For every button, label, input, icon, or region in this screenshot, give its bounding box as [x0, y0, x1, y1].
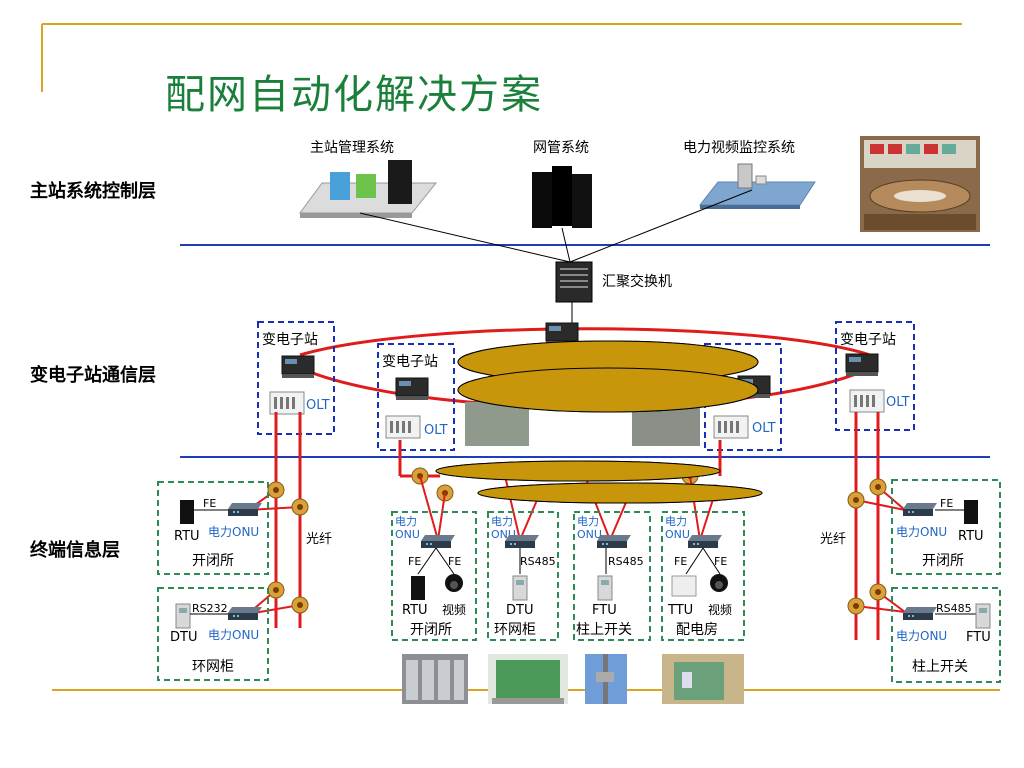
svg-text:RS485: RS485 — [936, 602, 972, 615]
substation-device-4 — [845, 353, 879, 377]
svg-text:FTU: FTU — [966, 630, 991, 645]
terminal-box-hwg-left — [157, 587, 269, 681]
svg-text:电力ONU: 电力ONU — [208, 628, 259, 642]
netmgmt-server-icon — [532, 166, 592, 228]
photo-distribution-room — [662, 654, 744, 704]
terminal-box-kbs-center — [391, 511, 477, 641]
system-label-master-mgmt: 主站管理系统 — [310, 140, 394, 156]
terminal-box-pole-right — [891, 587, 1001, 683]
system-label-video: 电力视频监控系统 — [683, 140, 795, 156]
photo-pole-switch — [585, 654, 627, 704]
svg-text:电力: 电力 — [665, 515, 687, 528]
terminal-box-hwg-center — [487, 511, 559, 641]
svg-text:FE: FE — [408, 555, 421, 568]
olt-device-4 — [849, 389, 885, 413]
terminal-box-kbs-left — [157, 481, 269, 575]
olt-device-3 — [713, 415, 749, 439]
page-title: 配网自动化解决方案 — [165, 72, 543, 118]
substation-device-1 — [281, 355, 315, 379]
site-label-pole-center: 柱上开关 — [576, 622, 632, 638]
layer-label-substation: 变电子站通信层 — [30, 364, 156, 386]
svg-text:RS485: RS485 — [520, 555, 556, 568]
onu-device-left-2 — [228, 607, 262, 620]
video-monitoring-network-icon — [698, 163, 816, 209]
photo-switchgear — [402, 654, 468, 704]
substation-box-1 — [257, 321, 335, 435]
svg-text:ONU: ONU — [395, 528, 420, 541]
layer-label-terminal: 终端信息层 — [30, 539, 120, 561]
substation-device-2 — [395, 377, 429, 401]
site-label-hwg-left: 环网柜 — [192, 659, 234, 675]
olt-label-2: OLT — [424, 423, 448, 438]
svg-text:FE: FE — [203, 497, 216, 510]
terminal-box-kbs-right — [891, 479, 1001, 575]
svg-text:FE: FE — [448, 555, 461, 568]
olt-label-1: OLT — [306, 398, 330, 413]
aggregation-switch-label: 汇聚交换机 — [602, 273, 672, 290]
svg-text:FE: FE — [674, 555, 687, 568]
terminal-box-pole-center — [573, 511, 651, 641]
svg-text:ONU: ONU — [665, 528, 690, 541]
site-label-pole-right: 柱上开关 — [912, 659, 968, 675]
substation-label-4: 变电子站 — [840, 332, 896, 348]
fiber-label-right: 光纤 — [820, 532, 846, 547]
svg-text:电力ONU: 电力ONU — [208, 525, 259, 539]
onu-device-right-1 — [903, 503, 937, 516]
substation-photo-left — [465, 402, 529, 446]
svg-text:RS232: RS232 — [192, 602, 228, 615]
svg-text:DTU: DTU — [170, 630, 197, 645]
svg-text:FE: FE — [714, 555, 727, 568]
site-label-hwg-center: 环网柜 — [494, 622, 536, 638]
svg-text:视频: 视频 — [708, 602, 732, 617]
control-room-photo — [860, 136, 980, 232]
svg-text:电力: 电力 — [395, 515, 417, 528]
fiber-ring-top — [299, 327, 871, 357]
svg-text:电力: 电力 — [491, 515, 513, 528]
svg-text:TTU: TTU — [667, 603, 693, 618]
substation-box-4 — [835, 321, 915, 431]
olt-device-1 — [269, 391, 305, 415]
svg-text:RTU: RTU — [402, 603, 428, 618]
olt-device-2 — [385, 415, 421, 439]
svg-text:RTU: RTU — [958, 529, 984, 544]
olt-label-4: OLT — [886, 395, 910, 410]
substation-box-2 — [377, 343, 455, 451]
svg-text:FE: FE — [940, 497, 953, 510]
svg-text:FTU: FTU — [592, 603, 617, 618]
site-label-kbs-right: 开闭所 — [922, 553, 964, 569]
master-management-server-icon — [299, 160, 438, 218]
aggregation-switch-icon — [555, 261, 593, 303]
substation-label-2: 变电子站 — [382, 354, 438, 370]
terminal-box-pdf-center — [661, 511, 745, 641]
svg-text:视频: 视频 — [442, 602, 466, 617]
olt-label-3: OLT — [752, 421, 776, 436]
photo-ring-main-unit — [488, 654, 568, 704]
onu-device-right-2 — [903, 607, 937, 620]
svg-text:电力ONU: 电力ONU — [896, 629, 947, 643]
onu-device-left-1 — [228, 503, 262, 516]
site-label-kbs-center: 开闭所 — [410, 622, 452, 638]
site-label-kbs-left: 开闭所 — [192, 553, 234, 569]
svg-text:RTU: RTU — [174, 529, 200, 544]
system-label-netmgmt: 网管系统 — [533, 140, 589, 156]
substation-label-1: 变电子站 — [262, 332, 318, 348]
svg-text:DTU: DTU — [506, 603, 533, 618]
svg-text:电力: 电力 — [577, 515, 599, 528]
site-label-pdf-center: 配电房 — [676, 622, 718, 638]
layer-label-master: 主站系统控制层 — [30, 180, 156, 202]
fiber-label-left: 光纤 — [306, 532, 332, 547]
svg-text:RS485: RS485 — [608, 555, 644, 568]
svg-text:电力ONU: 电力ONU — [896, 525, 947, 539]
svg-text:ONU: ONU — [577, 528, 602, 541]
